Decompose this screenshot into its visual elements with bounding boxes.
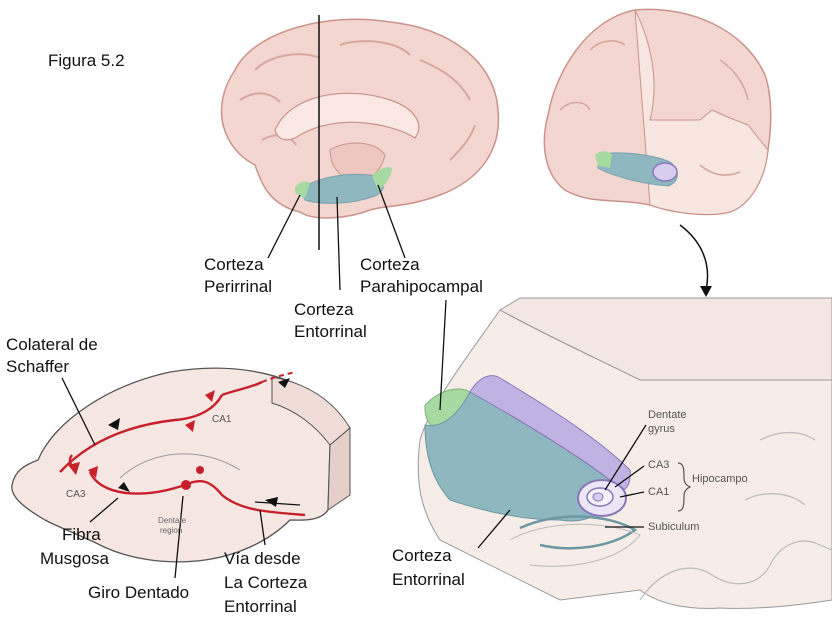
label-dentate-gyrus-2: gyrus (648, 423, 675, 435)
label-dentate-region-1: Dentate (158, 516, 187, 525)
figure-title: Figura 5.2 (48, 51, 125, 70)
corpus-callosum (274, 92, 420, 141)
ca-spiral (577, 479, 627, 517)
label-perirhinal-1: Corteza (204, 255, 264, 274)
label-schaffer-1: Colateral de (6, 335, 98, 354)
neurons (68, 390, 215, 490)
label-subiculum: Subiculum (648, 521, 700, 533)
leader-ca1 (619, 491, 645, 498)
circuit-pathways (59, 380, 306, 517)
leader-ca3 (614, 465, 645, 488)
label-mossy-1: Fibra (62, 525, 101, 544)
label-schaffer-2: Schaffer (6, 357, 70, 376)
curved-arrowhead (700, 286, 712, 297)
ca1-neuron-2 (185, 420, 195, 432)
circuit-side-face (327, 426, 351, 511)
leader-entorhinal-medial (336, 196, 341, 291)
white-matter-fold (509, 523, 641, 567)
label-mossy-2: Musgosa (40, 549, 109, 568)
label-path-3: Entorrinal (224, 597, 297, 616)
curved-arrow (679, 224, 709, 291)
ca1-neuron (205, 390, 215, 402)
label-path-2: La Corteza (224, 573, 308, 592)
cortical-folds (639, 431, 832, 601)
coronal-green (595, 151, 612, 168)
leader-dentate (174, 495, 184, 579)
label-ca1-section: CA1 (648, 486, 670, 498)
hippocampus-circuit-view (11, 367, 351, 563)
ca3-neuron-2 (88, 466, 98, 478)
ca3-neuron (68, 462, 80, 475)
leader-mossy (89, 497, 119, 523)
subiculum-path (519, 515, 638, 550)
label-dentate: Giro Dentado (88, 583, 190, 602)
hippocampus-bracket (677, 462, 692, 512)
hippocampal-section-view (417, 297, 832, 609)
circuit-outline (11, 367, 351, 563)
label-entorhinal-section-1: Corteza (392, 546, 452, 565)
label-ca3-circuit: CA3 (66, 489, 86, 500)
coronal-section-view (543, 8, 772, 216)
label-entorhinal-medial-1: Corteza (294, 300, 354, 319)
dentate-granule-cell (181, 480, 191, 490)
path-flow-line (254, 501, 301, 506)
leader-entorhinal-section (477, 509, 511, 549)
leader-parahippocampal (377, 184, 406, 259)
leader-dentate-gyrus (604, 424, 647, 491)
label-path-1: Vía desde (224, 549, 301, 568)
leader-schaffer (61, 377, 96, 446)
label-perirhinal-2: Perirrinal (204, 277, 273, 296)
medial-brain-view (220, 15, 500, 250)
purple-band-ca (469, 375, 631, 491)
dentate-granule-cell-2 (196, 466, 204, 474)
label-ca3-section: CA3 (648, 459, 670, 471)
leader-parahippo-to-section (439, 299, 447, 411)
leader-perirhinal (267, 194, 301, 259)
perirhinal-region-medial (294, 181, 310, 198)
coronal-gyri (559, 40, 749, 176)
label-dentate-gyrus-1: Dentate (648, 409, 687, 421)
label-parahippo-1: Corteza (360, 255, 420, 274)
leader-path (259, 509, 266, 546)
label-parahippo-2: Parahipocampal (360, 277, 483, 296)
label-entorhinal-section-2: Entorrinal (392, 570, 465, 589)
axon-dashed (261, 371, 297, 383)
label-hippocampus: Hipocampo (692, 473, 748, 485)
leader-lines (61, 184, 647, 579)
dentate-arc (119, 453, 241, 479)
coronal-ca-coil (652, 162, 678, 182)
medial-gyri (239, 40, 476, 161)
label-entorhinal-medial-2: Entorrinal (294, 322, 367, 341)
parahippocampal-region-medial (372, 167, 392, 190)
label-dentate-region-2: region (160, 526, 183, 535)
flow-arrows (108, 378, 290, 507)
label-ca1-circuit: CA1 (212, 414, 232, 425)
